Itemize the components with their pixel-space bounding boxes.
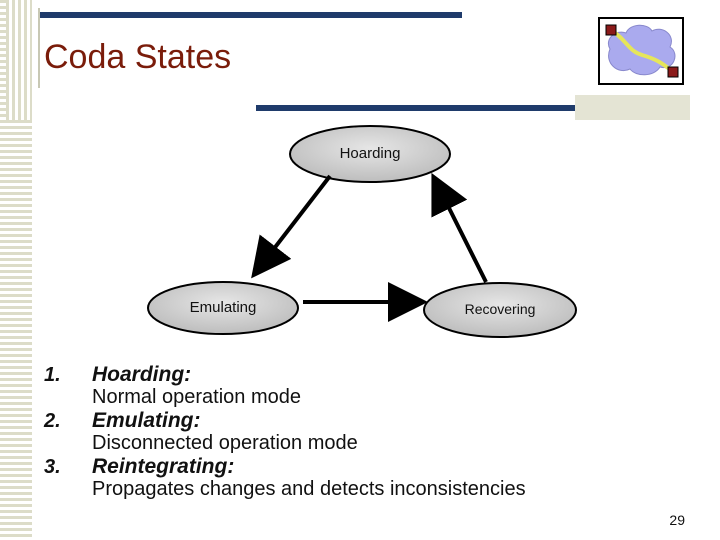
arrow-recovering-to-hoarding <box>431 172 488 283</box>
decorative-stripe-top <box>6 0 32 120</box>
list-number: 2. <box>44 410 61 432</box>
list-description: Normal operation mode <box>92 386 301 408</box>
decorative-line <box>38 8 40 88</box>
list-heading: Emulating: <box>92 409 201 432</box>
list-heading: Reintegrating: <box>92 455 235 478</box>
page-number: 29 <box>669 512 685 528</box>
page-title: Coda States <box>44 38 232 76</box>
node-emulating <box>147 281 299 335</box>
arrow-hoarding-to-emulating <box>251 174 332 279</box>
node-label-hoarding: Hoarding <box>339 145 401 162</box>
network-logo-icon <box>598 17 684 85</box>
list-description: Propagates changes and detects inconsist… <box>92 478 526 500</box>
title-bar-top <box>40 12 462 18</box>
node-label-recovering: Recovering <box>464 301 536 317</box>
title-bar-bottom <box>256 105 690 111</box>
title-bar-box <box>575 95 690 120</box>
list-description: Disconnected operation mode <box>92 432 358 454</box>
list-number: 1. <box>44 364 61 386</box>
list-number: 3. <box>44 456 61 478</box>
list-heading: Hoarding: <box>92 363 192 386</box>
node-label-emulating: Emulating <box>189 299 257 316</box>
node-hoarding <box>289 125 451 183</box>
